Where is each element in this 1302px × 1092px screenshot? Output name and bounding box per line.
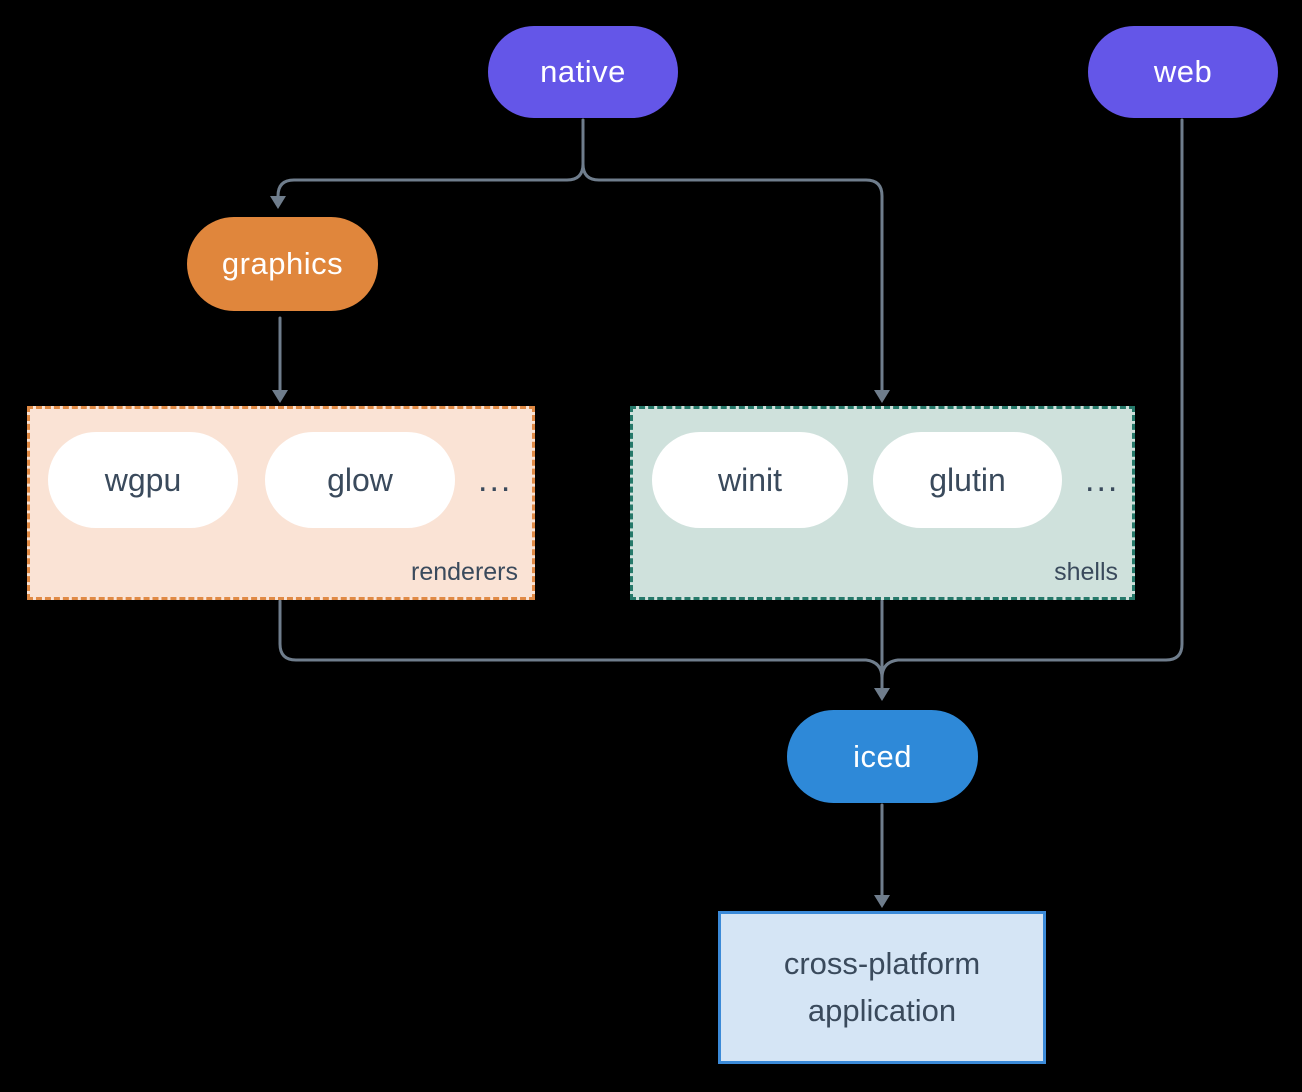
edge-native-to-shells <box>581 162 884 392</box>
node-native: native <box>488 26 678 118</box>
node-winit-label: winit <box>717 461 782 498</box>
node-web-label: web <box>1153 54 1213 89</box>
node-iced: iced <box>787 710 978 803</box>
node-cross-platform-application: cross-platform application <box>718 911 1046 1064</box>
arrowhead-graphics <box>270 196 286 209</box>
renderers-ellipsis: ... <box>478 460 513 499</box>
arrowhead-application <box>874 895 890 908</box>
shells-ellipsis: ... <box>1085 460 1120 499</box>
node-glutin: glutin <box>873 432 1062 528</box>
node-glutin-label: glutin <box>929 461 1006 498</box>
node-winit: winit <box>652 432 848 528</box>
node-glow: glow <box>265 432 455 528</box>
node-iced-label: iced <box>853 738 912 774</box>
edge-renderers-to-junction <box>278 599 884 680</box>
group-shells: winit glutin ... shells <box>630 406 1135 600</box>
node-wgpu-label: wgpu <box>104 461 182 498</box>
arrowhead-iced <box>874 688 890 701</box>
node-wgpu: wgpu <box>48 432 238 528</box>
node-native-label: native <box>540 54 626 89</box>
arrowhead-renderers <box>272 390 288 403</box>
node-graphics-label: graphics <box>221 246 344 281</box>
application-label: cross-platform application <box>783 946 981 1028</box>
arrowhead-shells <box>874 390 890 403</box>
shells-group-label: shells <box>1054 558 1118 586</box>
node-glow-label: glow <box>327 461 393 498</box>
node-web: web <box>1088 26 1278 118</box>
group-renderers: wgpu glow ... renderers <box>27 406 535 600</box>
node-graphics: graphics <box>187 217 378 311</box>
edge-native-to-graphics <box>276 162 585 199</box>
renderers-group-label: renderers <box>411 558 518 586</box>
